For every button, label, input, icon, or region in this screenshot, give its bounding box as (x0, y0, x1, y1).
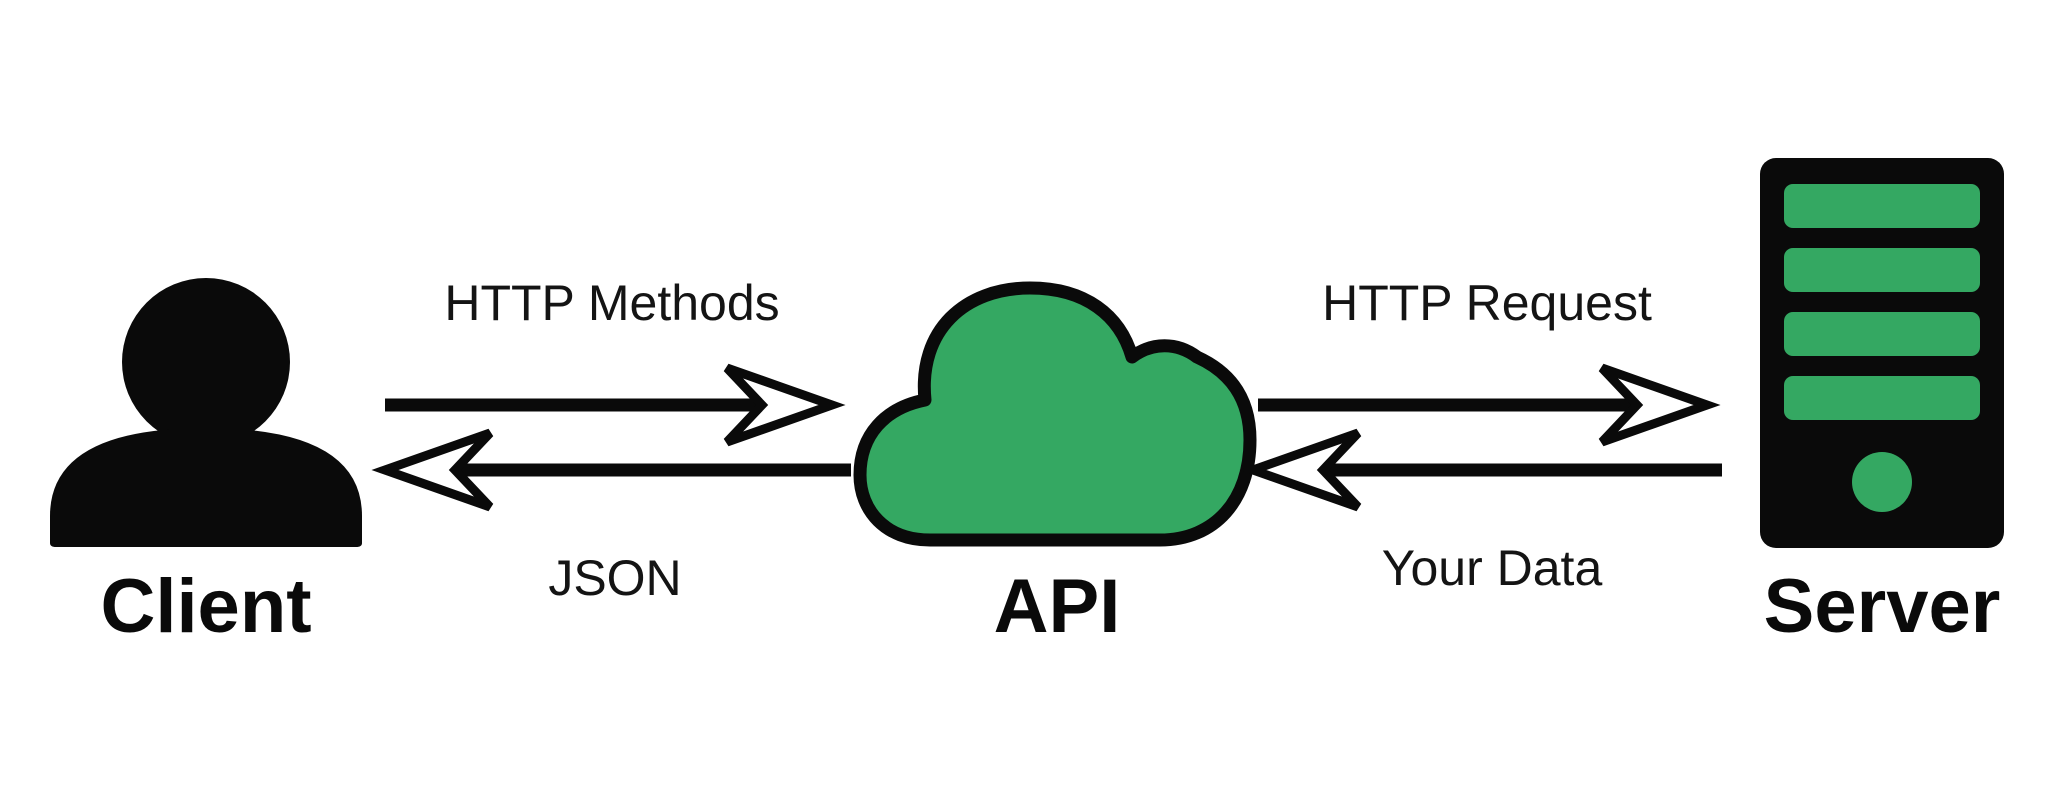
arrowhead-right-icon (1598, 363, 1721, 447)
arrowhead-right-icon (723, 363, 846, 447)
client-label: Client (100, 564, 311, 649)
arrow-client-to-api: HTTP Methods (385, 275, 846, 447)
arrow-label-http-request: HTTP Request (1322, 275, 1652, 331)
arrow-label-json: JSON (548, 550, 681, 606)
cloud-icon (853, 281, 1257, 547)
arrow-server-to-api: Your Data (1239, 428, 1722, 596)
api-label: API (994, 564, 1121, 649)
person-icon (50, 278, 362, 547)
server-label: Server (1764, 564, 2001, 649)
arrowhead-left-icon (371, 428, 494, 512)
arrow-api-to-client: JSON (371, 428, 851, 606)
arrowhead-left-icon (1239, 428, 1362, 512)
arrow-label-http-methods: HTTP Methods (444, 275, 779, 331)
server-icon (1760, 158, 2004, 548)
arrow-label-your-data: Your Data (1382, 540, 1603, 596)
arrow-api-to-server: HTTP Request (1258, 275, 1721, 447)
